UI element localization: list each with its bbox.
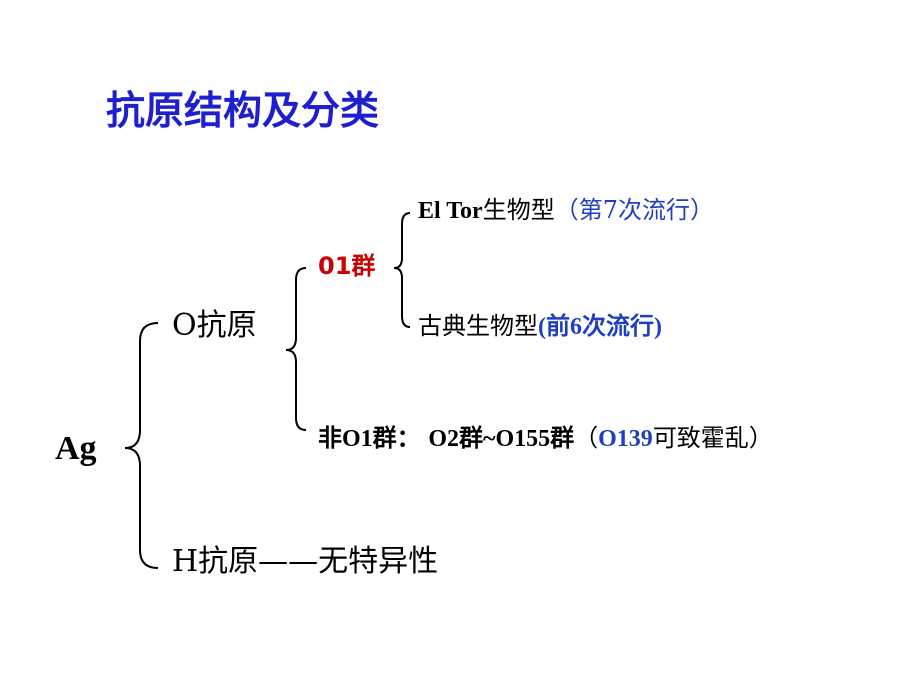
bracket-ag — [124, 322, 159, 569]
bracket-o1 — [393, 212, 411, 328]
non-o1-paren-close: ） — [748, 424, 773, 452]
non-o1-range: O2群~O155群 — [428, 426, 575, 452]
el-tor-note: （第7次流行） — [554, 196, 714, 224]
o1-group-label: 01群 — [318, 252, 376, 280]
h-antigen-row: H抗原——无特异性 — [172, 547, 438, 577]
bracket-o-antigen — [285, 267, 307, 431]
classic-type: 古典生物型 — [418, 312, 538, 340]
h-antigen-dash: —— — [258, 544, 319, 579]
el-tor-row: El Tor生物型（第7次流行） — [418, 198, 714, 223]
o139-desc: 可致霍乱 — [652, 424, 749, 452]
root-ag-label: Ag — [55, 430, 97, 467]
h-antigen-desc: 无特异性 — [318, 544, 439, 579]
o139-label: O139 — [598, 426, 653, 452]
o-antigen-label: O抗原 — [172, 308, 257, 343]
non-o1-paren-open: （ — [574, 424, 599, 452]
non-o1-row: 非O1群： O2群~O155群（O139可致霍乱） — [318, 426, 773, 451]
page-title: 抗原结构及分类 — [106, 89, 380, 134]
non-o1-label: 非O1群： — [318, 426, 421, 452]
el-tor-type: 生物型 — [482, 196, 555, 224]
classic-row: 古典生物型(前6次流行) — [418, 314, 662, 339]
classic-note: (前6次流行) — [538, 314, 662, 340]
h-antigen-label: H抗原 — [172, 544, 259, 579]
el-tor-name: El Tor — [418, 198, 483, 224]
